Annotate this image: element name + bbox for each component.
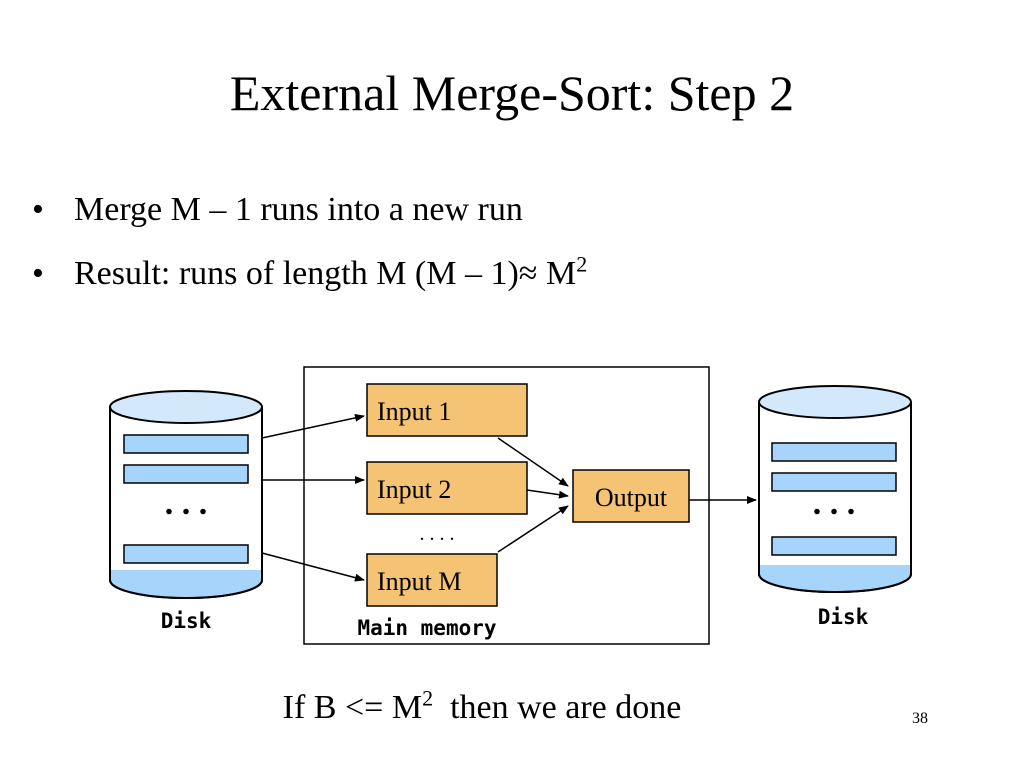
bullet-text: Result: runs of length M (M – 1)≈ M xyxy=(74,255,577,292)
bullet-superscript: 2 xyxy=(576,251,588,277)
left-disk-label: Disk xyxy=(161,609,212,633)
arrow-disk-to-input-1 xyxy=(261,413,365,439)
input-buffer-m: Input M xyxy=(366,553,498,607)
right-disk-top xyxy=(758,385,912,419)
right-disk-ellipsis: . . . xyxy=(813,485,856,522)
footer-text-before: If B <= M xyxy=(282,689,423,726)
left-disk-base-fill xyxy=(111,570,261,597)
arrow-input-m-to-output xyxy=(497,505,569,553)
bullet-list: • Merge M – 1 runs into a new run • Resu… xyxy=(32,190,587,318)
right-run-bar-3 xyxy=(771,536,897,556)
arrow-input-1-to-output xyxy=(497,437,569,487)
bullet-item-result: • Result: runs of length M (M – 1)≈ M2 xyxy=(32,251,588,294)
input-buffer-2: Input 2 xyxy=(366,461,528,515)
input-buffer-1: Input 1 xyxy=(366,383,528,437)
input-buffer-1-label: Input 1 xyxy=(377,397,451,426)
left-disk-ellipsis: . . . xyxy=(165,485,208,522)
page-number: 38 xyxy=(912,710,928,727)
output-buffer: Output xyxy=(572,469,690,523)
main-memory-label: Main memory xyxy=(357,616,496,640)
arrow-disk-to-input-m xyxy=(261,552,365,582)
left-disk: . . . xyxy=(109,390,263,599)
footer-superscript: 2 xyxy=(422,685,434,711)
right-disk: . . . xyxy=(758,385,912,593)
slide-title: External Merge-Sort: Step 2 xyxy=(229,65,795,121)
output-buffer-label: Output xyxy=(595,483,668,512)
left-run-bar-3 xyxy=(123,544,249,564)
bullet-marker: • xyxy=(32,255,44,292)
footer-statement: If B <= M2 then we are done xyxy=(0,686,964,730)
footer-text-after: then we are done xyxy=(433,689,682,726)
bullet-item-merge: • Merge M – 1 runs into a new run xyxy=(32,190,587,230)
right-disk-label: Disk xyxy=(818,605,869,629)
arrow-input-2-to-output xyxy=(526,489,569,499)
bullet-marker: • xyxy=(32,191,44,228)
left-run-bar-2 xyxy=(123,464,249,484)
right-run-bar-1 xyxy=(771,442,897,462)
left-disk-top xyxy=(109,390,263,424)
bullet-text: Merge M – 1 runs into a new run xyxy=(74,191,523,228)
input-buffer-2-label: Input 2 xyxy=(377,475,451,504)
input-buffers-ellipsis: . . . . xyxy=(420,523,455,545)
left-run-bar-1 xyxy=(123,434,249,454)
input-buffer-m-label: Input M xyxy=(377,567,462,596)
right-run-bar-2 xyxy=(771,472,897,492)
right-disk-base-fill xyxy=(760,565,910,591)
